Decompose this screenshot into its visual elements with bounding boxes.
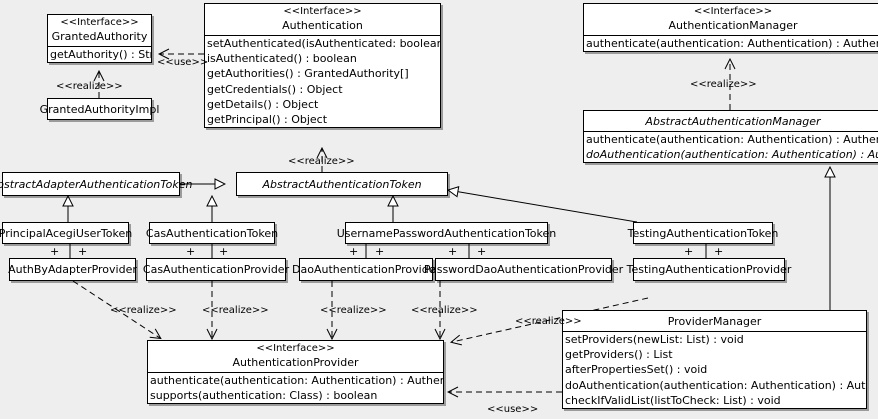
class-name-label: AbstractAuthenticationToken (262, 177, 422, 191)
class-header: ProviderManager (563, 311, 866, 331)
compartment-divider (584, 35, 878, 36)
edge-label-use-authentication-grantedauthority: <<use>> (157, 57, 209, 68)
edge-label-realize-testingprovider: <<realize>> (515, 316, 582, 327)
class-granted-authority[interactable]: <<Interface>> GrantedAuthority getAuthor… (47, 14, 152, 64)
operations-compartment: authenticate(authentication: Authenticat… (584, 132, 878, 162)
operations-compartment: setAuthenticated(isAuthenticated: boolea… (205, 36, 440, 127)
class-abstract-authentication-token[interactable]: AbstractAuthenticationToken (236, 172, 448, 196)
class-name-label: DaoAuthenticationProvider (292, 263, 440, 276)
class-name-label: CasAuthenticationToken (145, 226, 279, 240)
operation-row: setAuthenticated(isAuthenticated: boolea… (207, 37, 440, 50)
operation-row: getPrincipal() : Object (207, 113, 328, 127)
class-principal-acegi-user-token[interactable]: PrincipalAcegiUserToken (0, 222, 132, 244)
assoc-multiplicity-marker: + (375, 245, 385, 258)
class-name-label: Authentication (282, 19, 363, 32)
operation-row: doAuthentication(authentication: Authent… (586, 148, 878, 162)
stereotype-label: <<Interface>> (693, 6, 773, 17)
class-name-label: PrincipalAcegiUserToken (0, 226, 133, 240)
stereotype-label: <<Interface>> (60, 17, 139, 28)
class-name-label: CasAuthenticationProvider (142, 263, 290, 276)
operation-row: getProviders() : List (565, 348, 673, 362)
operation-row: getDetails() : Object (207, 97, 319, 111)
class-header: <<Interface>> AuthenticationProvider (148, 341, 443, 372)
operations-compartment: authenticate(authentication: Authenticat… (584, 36, 878, 51)
operation-row: authenticate(authentication: Authenticat… (586, 37, 878, 50)
operations-compartment: getAuthority() : String (48, 47, 151, 62)
operation-row: doAuthentication(authentication: Authent… (565, 378, 866, 392)
class-name-label: AbstractAdapterAuthenticationToken (0, 177, 193, 191)
assoc-multiplicity-marker: + (349, 245, 359, 258)
assoc-multiplicity-marker: + (684, 245, 694, 258)
class-name-label: GrantedAuthorityImpl (39, 102, 160, 116)
compartment-divider (584, 131, 878, 132)
compartment-divider (148, 372, 443, 373)
class-header: <<Interface>> Authentication (205, 4, 440, 35)
operations-compartment: authenticate(authentication: Authenticat… (148, 373, 443, 403)
compartment-divider (205, 35, 440, 36)
edge-label-realize-grantedauthorityimpl: <<realize>> (56, 81, 123, 92)
class-password-dao-authentication-provider[interactable]: PasswordDaoAuthenticationProvider (424, 258, 623, 281)
assoc-multiplicity-marker: + (477, 245, 487, 258)
assoc-multiplicity-marker: + (448, 245, 458, 258)
assoc-multiplicity-marker: + (78, 245, 88, 258)
operation-row: isAuthenticated() : boolean (207, 52, 357, 66)
class-authentication-provider[interactable]: <<Interface>> AuthenticationProvider aut… (147, 340, 444, 405)
class-name-label: GrantedAuthority (51, 30, 148, 43)
operation-row: getAuthorities() : GrantedAuthority[] (207, 67, 409, 81)
operation-row: afterPropertiesSet() : void (565, 363, 708, 377)
edge-label-realize-authbyadapterprovider: <<realize>> (110, 305, 177, 316)
class-name-label: TestingAuthenticationToken (627, 226, 779, 240)
operation-row: authenticate(authentication: Authenticat… (150, 374, 443, 387)
edge-label-realize-casprovider: <<realize>> (202, 305, 269, 316)
class-name-label: PasswordDaoAuthenticationProvider (423, 263, 624, 276)
edge-testingauthenticationtoken-generalizes-abstracttoken (448, 190, 638, 223)
class-name-label: AuthenticationManager (668, 19, 798, 32)
class-name-label: TestingAuthenticationProvider (626, 263, 792, 276)
edge-label-realize-abstractauthenticationmanager: <<realize>> (690, 79, 757, 90)
class-username-password-authentication-token[interactable]: UsernamePasswordAuthenticationToken (337, 222, 556, 244)
class-name-label: AbstractAuthenticationManager (645, 115, 821, 128)
edge-label-use-providermanager: <<use>> (487, 404, 539, 415)
class-testing-authentication-provider[interactable]: TestingAuthenticationProvider (627, 258, 791, 281)
edge-testingprovider-realizes-authenticationprovider (452, 297, 649, 342)
class-provider-manager[interactable]: ProviderManager setProviders(newList: Li… (562, 310, 867, 410)
class-authentication-manager[interactable]: <<Interface>> AuthenticationManager auth… (583, 3, 878, 53)
class-auth-by-adapter-provider[interactable]: AuthByAdapterProvider (8, 258, 137, 281)
class-name-label: AuthenticationProvider (232, 356, 359, 369)
class-name-label: ProviderManager (667, 315, 762, 328)
class-abstract-adapter-authentication-token[interactable]: AbstractAdapterAuthenticationToken (0, 172, 192, 196)
class-cas-authentication-provider[interactable]: CasAuthenticationProvider (143, 258, 289, 281)
stereotype-label: <<Interface>> (256, 343, 335, 354)
compartment-divider (563, 331, 866, 332)
operation-row: supports(authentication: Class) : boolea… (150, 389, 378, 403)
class-testing-authentication-token[interactable]: TestingAuthenticationToken (628, 222, 778, 244)
class-header: AbstractAuthenticationManager (584, 111, 878, 131)
class-dao-authentication-provider[interactable]: DaoAuthenticationProvider (292, 258, 440, 281)
class-cas-authentication-token[interactable]: CasAuthenticationToken (146, 222, 278, 244)
edge-authbyadapterprovider-realizes-authenticationprovider (72, 280, 160, 338)
edge-label-realize-passworddaoprovider: <<realize>> (411, 305, 478, 316)
class-header: <<Interface>> GrantedAuthority (48, 15, 151, 46)
operation-row: getAuthority() : String (50, 48, 151, 61)
operation-row: setProviders(newList: List) : void (565, 333, 744, 346)
class-name-label: AuthByAdapterProvider (8, 263, 137, 276)
edge-label-realize-abstracttoken-authentication: <<realize>> (288, 156, 355, 167)
operation-row: getCredentials() : Object (207, 82, 343, 96)
class-granted-authority-impl[interactable]: GrantedAuthorityImpl (40, 98, 159, 120)
compartment-divider (48, 46, 151, 47)
operations-compartment: setProviders(newList: List) : void getPr… (563, 332, 866, 408)
stereotype-label: <<Interface>> (283, 6, 362, 17)
assoc-multiplicity-marker: + (50, 245, 60, 258)
operation-row: authenticate(authentication: Authenticat… (586, 133, 878, 146)
class-authentication[interactable]: <<Interface>> Authentication setAuthenti… (204, 3, 441, 129)
class-header: <<Interface>> AuthenticationManager (584, 4, 878, 35)
class-abstract-authentication-manager[interactable]: AbstractAuthenticationManager authentica… (583, 110, 878, 164)
assoc-multiplicity-marker: + (219, 245, 229, 258)
operation-row: checkIfValidList(listToCheck: List) : vo… (565, 393, 781, 407)
edge-label-realize-daoprovider: <<realize>> (320, 305, 387, 316)
class-name-label: UsernamePasswordAuthenticationToken (336, 226, 557, 240)
assoc-multiplicity-marker: + (186, 245, 196, 258)
assoc-multiplicity-marker: + (714, 245, 724, 258)
